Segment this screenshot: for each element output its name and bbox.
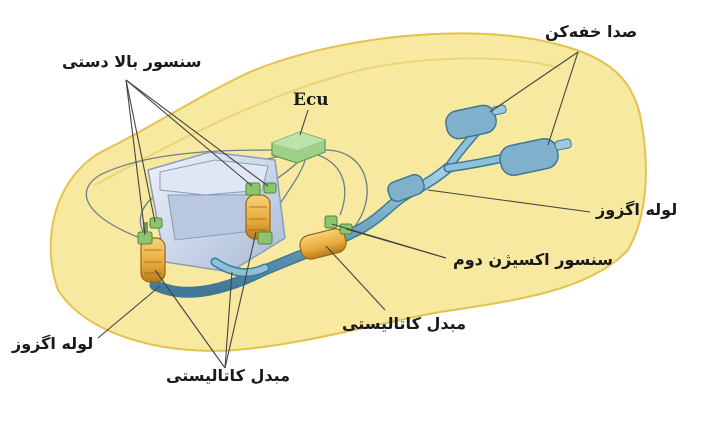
label-upstream-sensor: سنسور بالا دستی — [62, 52, 202, 71]
label-ecu: Ecu — [293, 90, 329, 110]
car-window-line — [94, 57, 561, 186]
muffler-front — [445, 104, 507, 140]
muffler-rear — [499, 137, 572, 177]
label-catalytic-converter-bottom: مبدل کاتالیستی — [166, 366, 290, 385]
catalytic-converter-left — [140, 237, 166, 283]
resonator — [387, 173, 425, 203]
ecu-module — [271, 131, 326, 164]
oxygen-sensor-upstream-right — [245, 182, 277, 245]
leader-lines — [97, 51, 591, 369]
engine — [147, 151, 286, 273]
label-second-oxygen-sensor: سنسور اکسیژن دوم — [453, 250, 614, 269]
catalytic-converter-center — [299, 228, 347, 260]
label-muffler: صدا خفه‌کن — [545, 22, 638, 41]
label-exhaust-pipe-left: لوله اگزوز — [12, 334, 94, 353]
label-catalytic-converter-center: مبدل کاتالیستی — [342, 314, 466, 333]
label-exhaust-pipe-right: لوله اگزوز — [596, 200, 678, 219]
oxygen-sensor-upstream-left-2 — [149, 217, 163, 229]
